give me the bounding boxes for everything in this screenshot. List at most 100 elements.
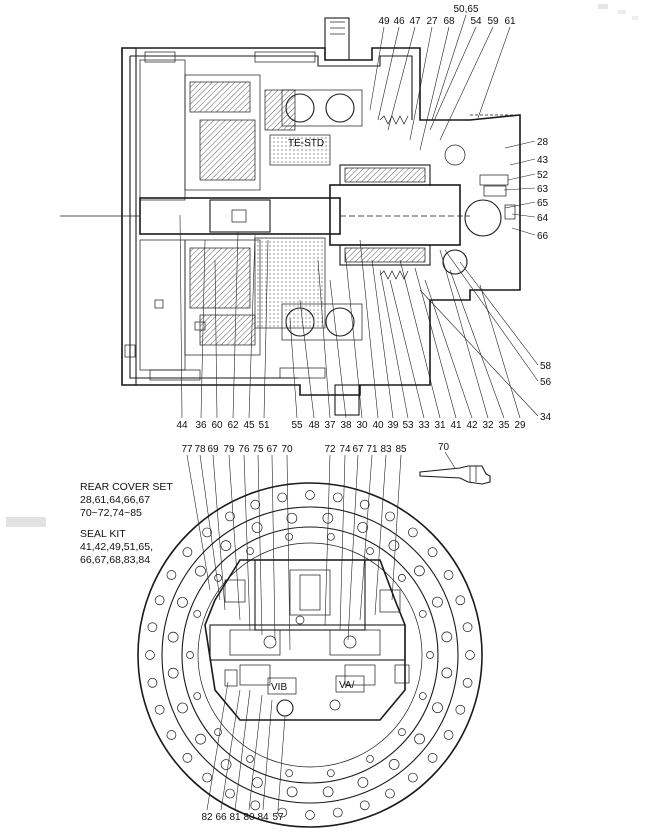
outer-bolt-hole — [277, 492, 288, 503]
outer-bolt-hole — [385, 788, 395, 799]
inner-bolt-hole — [432, 702, 443, 714]
outer-bolt-hole — [332, 492, 343, 503]
right-leader-line — [511, 213, 536, 218]
bottom-lower-leader-line — [206, 681, 229, 811]
outer-bolt-hole — [427, 752, 438, 763]
lower-left-label: 77 — [181, 444, 193, 455]
lower-right-leader-line — [324, 454, 331, 626]
bottom-part-label: 41 — [450, 420, 462, 431]
lower-left-label: 78 — [194, 444, 206, 455]
scan-artifact-top-right — [598, 4, 638, 20]
outer-bolt-hole — [443, 570, 454, 580]
inner-bolt-hole — [322, 786, 334, 798]
bottom-leader-line — [179, 214, 183, 419]
bottom-part-label: 39 — [387, 420, 399, 431]
right-part-label: 66 — [537, 231, 549, 242]
bottom-part-label: 48 — [308, 420, 320, 431]
bottom-part-label: 55 — [291, 420, 303, 431]
valve-mark-b: VIB — [271, 682, 287, 693]
bottom-lower-label: 84 — [257, 812, 269, 823]
bottom-part-label: 42 — [466, 420, 478, 431]
bottom-part-label: 45 — [243, 420, 255, 431]
outer-bolt-hole — [462, 677, 473, 688]
lower-left-leader-line — [271, 454, 276, 641]
bottom-leader-line — [299, 299, 315, 419]
bottom-part-label: 51 — [258, 420, 270, 431]
outer-bolt-hole — [145, 650, 155, 660]
bottom-leader-line — [371, 259, 394, 419]
lower-left-leader-line — [243, 454, 251, 631]
inner-bolt-hole — [286, 786, 298, 798]
lower-right-label: 85 — [395, 444, 407, 455]
top-row2-leader-line — [377, 26, 400, 121]
top-row2-label: 54 — [470, 16, 482, 27]
bottom-leader-line — [449, 269, 505, 419]
inner-bolt-hole — [167, 667, 179, 679]
cover-bolt-hole — [426, 651, 434, 659]
bottom-leader-line — [439, 249, 489, 419]
bottom-leader-line — [359, 239, 379, 419]
bottom-part-label: 62 — [227, 420, 239, 431]
bottom-lower-label: 57 — [272, 812, 284, 823]
bottom-part-label: 35 — [498, 420, 510, 431]
bottom-part-label: 36 — [195, 420, 207, 431]
inner-bolt-hole — [286, 512, 298, 524]
inner-bolt-hole — [388, 540, 400, 551]
top-row2-label: 68 — [443, 16, 455, 27]
outer-bolt-hole — [182, 547, 193, 558]
bottom-part-label: 38 — [340, 420, 352, 431]
bottom-leader-line — [379, 269, 409, 419]
bottom-lower-label: 81 — [229, 812, 241, 823]
top-row2-leader-line — [369, 26, 385, 111]
lower-left-label: 75 — [252, 444, 264, 455]
shaft-text: TE-STD — [288, 138, 324, 149]
outer-bolt-hole — [455, 704, 466, 715]
cover-bolt-hole — [326, 532, 335, 541]
bottom-lower-leader-line — [220, 689, 241, 811]
lower-left-leader-line — [186, 454, 211, 591]
outer-bolt-hole — [202, 527, 213, 538]
top-row2-leader-line — [429, 26, 477, 131]
outer-bolt-hole — [443, 730, 454, 740]
lower-left-label: 69 — [207, 444, 219, 455]
lower-left-label: 76 — [238, 444, 250, 455]
inner-bolt-hole — [251, 777, 263, 788]
bottom-leader-line — [414, 267, 457, 419]
outer-bolt-hole — [359, 800, 370, 811]
lower-right-label: 83 — [380, 444, 392, 455]
outer-bolt-hole — [305, 490, 315, 500]
bottom-leader-line — [399, 259, 441, 419]
top-row1-label: 50,65 — [453, 4, 478, 15]
seal-kit-line1: 41,42,49,51,65, — [80, 541, 153, 553]
outer-bolt-hole — [154, 704, 165, 715]
bottom-leader-line — [344, 249, 363, 419]
cover-bolt-hole — [418, 610, 427, 618]
bottom-leader-line — [389, 279, 425, 419]
outer-bolt-hole — [277, 807, 288, 818]
inner-bolt-hole — [177, 596, 188, 608]
cover-bolt-hole — [246, 755, 254, 763]
inner-bolt-hole — [441, 667, 453, 679]
outer-bolt-hole — [225, 788, 235, 799]
outer-bolt-hole — [147, 677, 158, 688]
bottom-lower-leader-line — [262, 699, 273, 811]
outer-bolt-hole — [182, 752, 193, 763]
right-leader-line — [511, 227, 536, 236]
right-part-label: 52 — [537, 170, 549, 181]
seal-kit-line2: 66,67,68,83,84 — [80, 554, 150, 566]
lower-right-leader-line — [391, 454, 402, 601]
inner-bolt-hole — [357, 522, 369, 533]
cover-bolt-hole — [366, 547, 374, 555]
lower-left-label: 67 — [266, 444, 278, 455]
valve-mark-a: VA/ — [339, 680, 355, 691]
outer-bolt-hole — [166, 730, 177, 740]
part-70-fitting: 70 — [419, 442, 491, 485]
top-row2-label: 49 — [378, 16, 390, 27]
right-part-label: 28 — [537, 137, 549, 148]
right-part-label: 63 — [537, 184, 549, 195]
